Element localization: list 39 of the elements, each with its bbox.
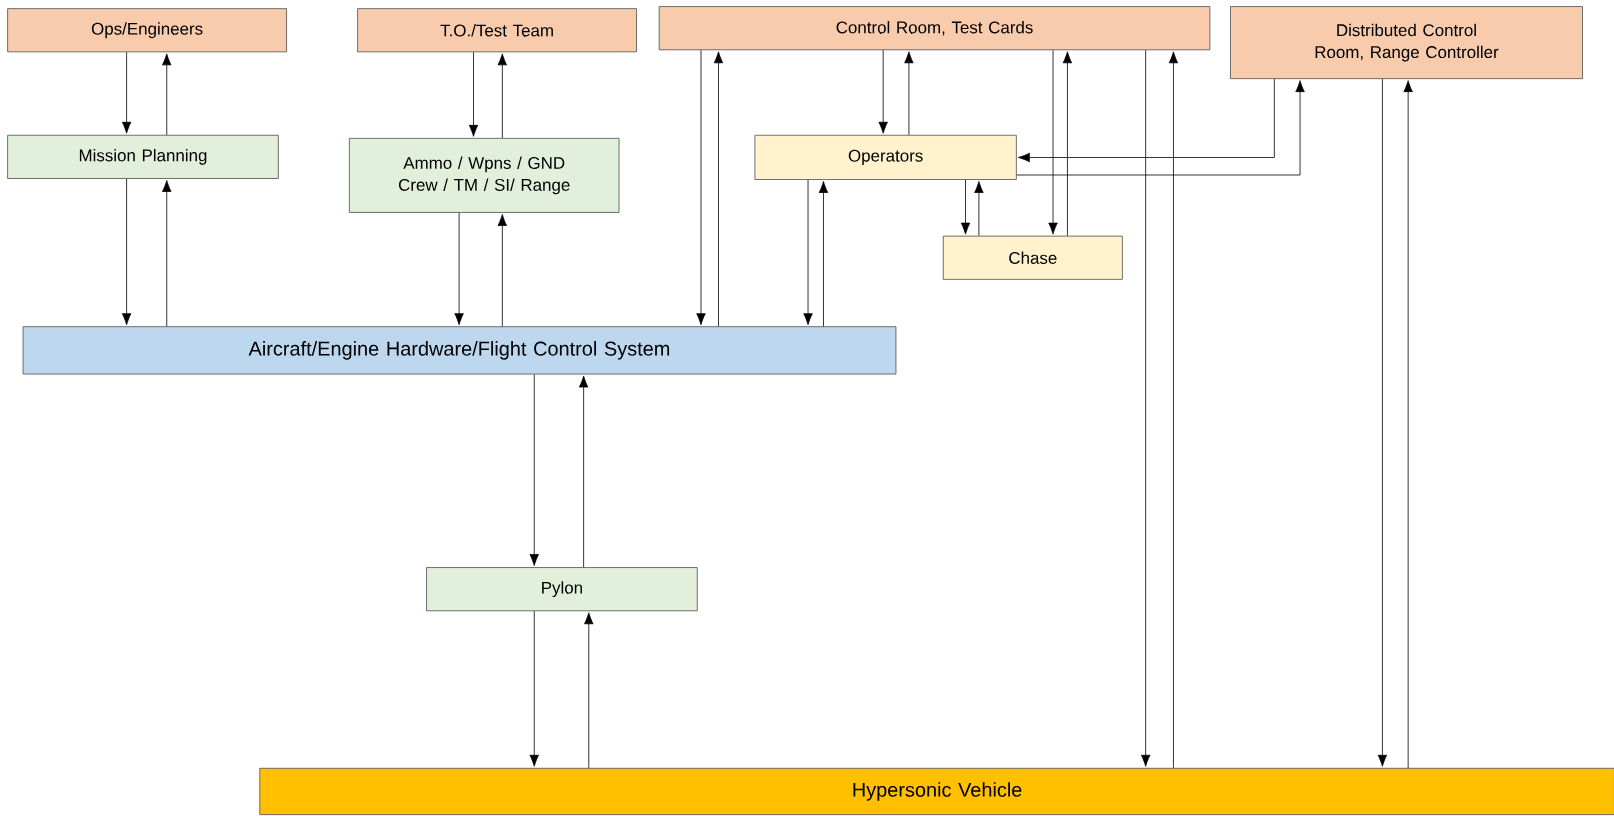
arrow: [529, 373, 539, 566]
arrow: [468, 51, 479, 137]
process-box: T.O./Test Team: [357, 8, 637, 53]
arrow: [974, 181, 984, 236]
arrow: [696, 49, 706, 325]
process-box: Control Room, Test Cards: [658, 6, 1211, 51]
arrow: [162, 179, 172, 327]
arrow: [497, 213, 507, 327]
process-box: Pylon: [426, 567, 698, 612]
process-box: Distributed Control Room, Range Controller: [1230, 6, 1583, 79]
process-box: Mission Planning: [7, 134, 279, 179]
arrow: [578, 375, 589, 568]
process-box: Ops/Engineers: [7, 8, 287, 53]
arrow: [1377, 78, 1388, 767]
process-box: Ammo / Wpns / GND Crew / TM / SI/ Range: [348, 137, 620, 213]
arrow: [1168, 51, 1179, 769]
arrow: [1140, 49, 1151, 767]
arrow: [584, 612, 594, 769]
arrow: [497, 53, 507, 139]
arrow: [121, 51, 132, 134]
arrow: [1062, 51, 1073, 236]
process-box: Hypersonic Vehicle: [259, 767, 1614, 815]
arrow: [162, 53, 172, 136]
arrow: [1016, 80, 1305, 176]
arrow: [454, 212, 464, 325]
arrow: [1017, 78, 1275, 163]
arrow: [803, 179, 813, 325]
arrow: [1403, 80, 1413, 769]
arrow: [904, 51, 914, 136]
arrow: [960, 179, 971, 235]
arrow: [713, 51, 724, 327]
arrow: [818, 181, 829, 327]
process-box: Aircraft/Engine Hardware/Flight Control System: [22, 326, 897, 375]
process-box: Chase: [942, 235, 1123, 280]
arrow: [1048, 49, 1058, 235]
arrow: [121, 178, 132, 325]
process-box: Operators: [754, 134, 1017, 180]
arrow: [878, 49, 888, 134]
arrow: [529, 610, 539, 767]
